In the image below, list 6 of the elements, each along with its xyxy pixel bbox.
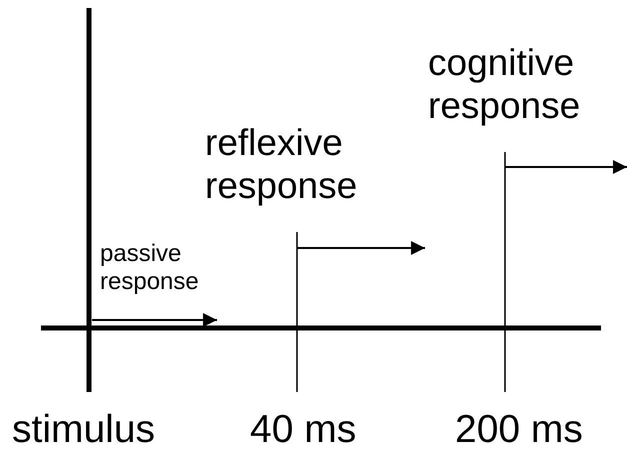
- response-label: reflexive response: [205, 122, 358, 208]
- time-label: stimulus: [12, 408, 156, 453]
- time-label: 200 ms: [455, 408, 584, 453]
- response-label: passive response: [100, 240, 200, 296]
- time-label: 40 ms: [250, 408, 358, 453]
- response-label: cognitive response: [428, 42, 582, 128]
